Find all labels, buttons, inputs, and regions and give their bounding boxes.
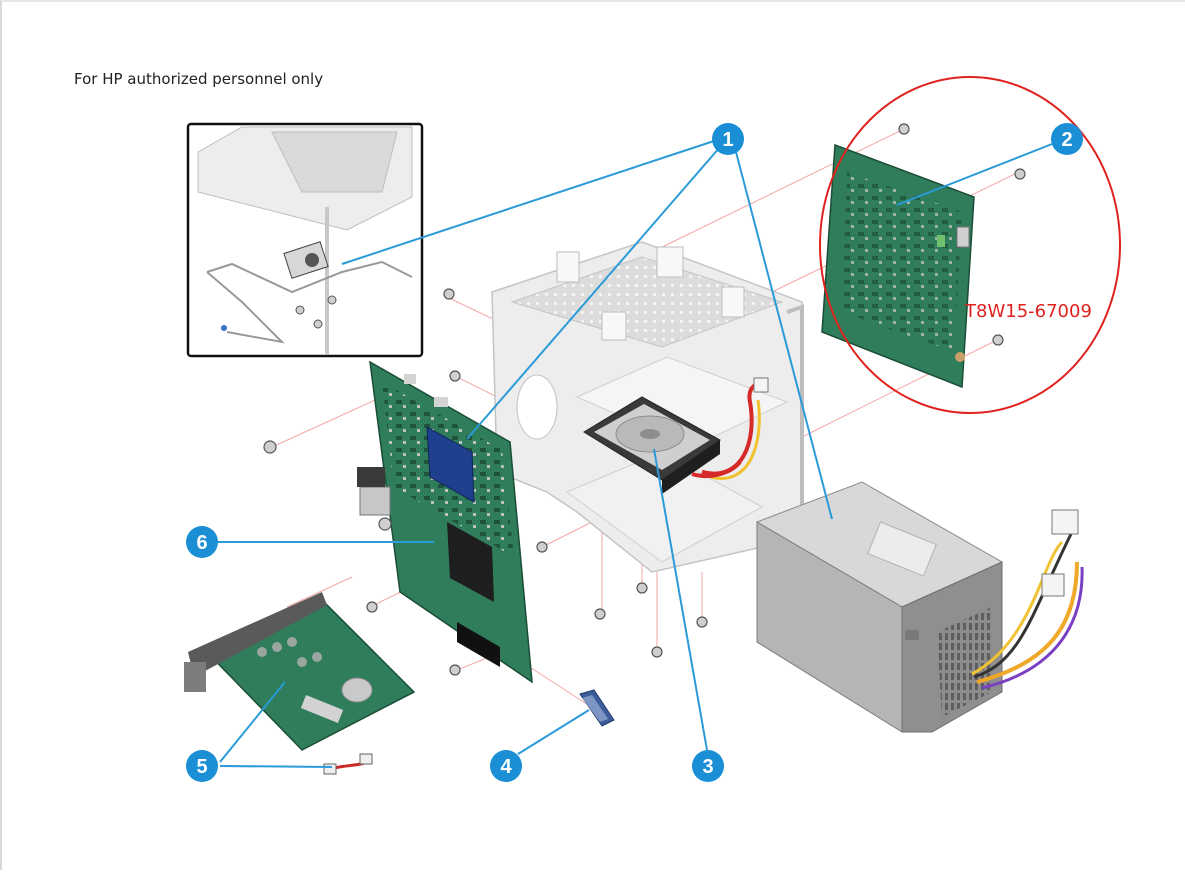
interface-card: [184, 592, 416, 775]
callout-5: 5: [186, 750, 218, 782]
callout-2: 2: [1051, 123, 1083, 155]
power-supply: [755, 481, 1084, 733]
callout-4-label: 4: [500, 756, 512, 778]
highlight-circle: [819, 76, 1121, 414]
screws: [263, 123, 1026, 676]
leader-lines: [217, 139, 1053, 768]
hard-drive: [583, 377, 769, 494]
callout-3-label: 3: [702, 756, 713, 778]
callout-2-label: 2: [1061, 129, 1072, 151]
callout-1-label: 1: [722, 129, 733, 151]
memory-module: [579, 689, 615, 727]
callout-5-label: 5: [196, 756, 207, 778]
callout-6: 6: [186, 526, 218, 558]
callout-3: 3: [692, 750, 724, 782]
callout-6-label: 6: [196, 532, 207, 554]
formatter-board: [357, 360, 533, 684]
part-number-label: T8W15-67009: [964, 301, 1092, 322]
header-note: For HP authorized personnel only: [74, 70, 324, 88]
callout-1: 1: [712, 123, 744, 155]
highlighted-board: [821, 143, 975, 389]
inset-detail: [186, 122, 424, 358]
callout-4: 4: [490, 750, 522, 782]
